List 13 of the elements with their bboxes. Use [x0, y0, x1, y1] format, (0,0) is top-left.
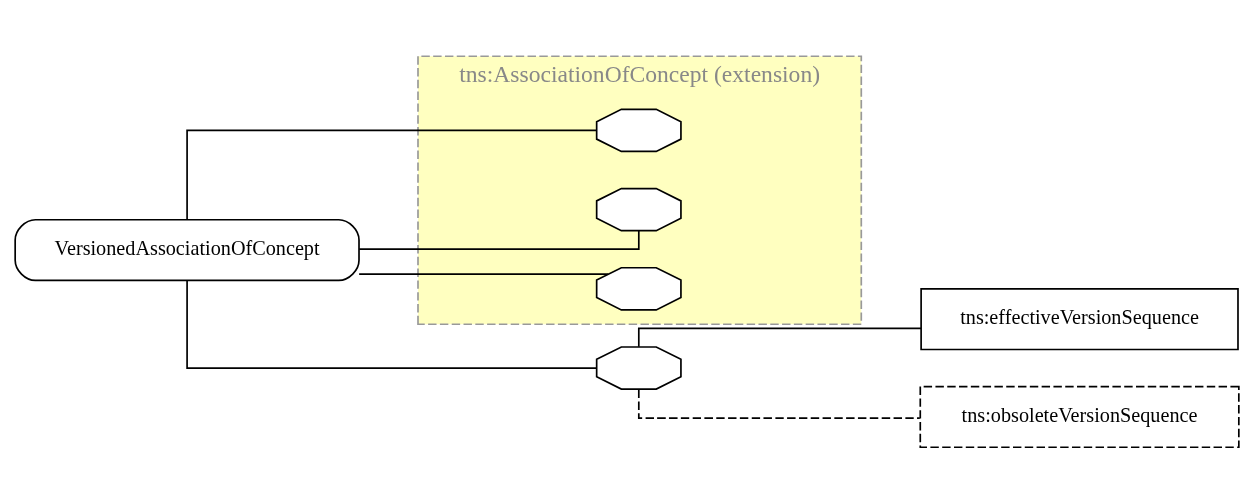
node-octagon [595, 187, 682, 231]
cluster: tns:AssociationOfConcept (extension) [417, 54, 863, 325]
connector [186, 129, 598, 220]
node-box: VersionedAssociationOfConcept [14, 218, 360, 281]
connector [186, 279, 598, 369]
node-octagon [595, 345, 682, 390]
connector [637, 327, 922, 348]
node-box: tns:obsoleteVersionSequence [919, 385, 1240, 448]
node-octagon [595, 266, 682, 311]
connector [637, 388, 921, 419]
node-octagon [595, 107, 682, 152]
node-box: tns:effectiveVersionSequence [920, 287, 1239, 350]
connector [358, 272, 610, 275]
